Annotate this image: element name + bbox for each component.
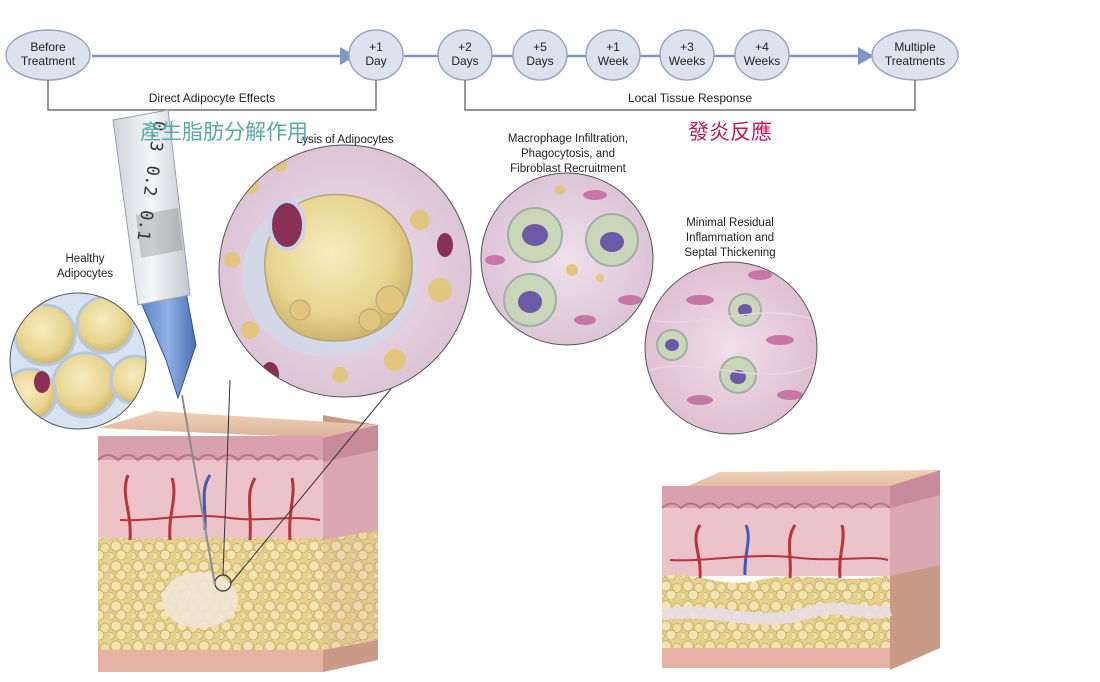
caption-line: Adipocytes bbox=[57, 268, 114, 280]
injection-site bbox=[162, 572, 238, 628]
node-line1: +1 bbox=[369, 40, 383, 54]
epidermis-layer bbox=[662, 486, 890, 508]
muscle-layer bbox=[662, 648, 890, 668]
caption-healthy-adipocytes: Healthy Adipocytes bbox=[57, 253, 114, 280]
skin-block-after bbox=[660, 470, 940, 670]
timeline-node-plus2-days: +2 Days bbox=[437, 29, 493, 81]
annotation-inflammation: 發炎反應 bbox=[688, 120, 772, 144]
timeline-node-plus1-day: +1 Day bbox=[348, 29, 404, 81]
healthy-adipocytes-circle bbox=[9, 292, 147, 430]
syringe-mark-03: 0.3 bbox=[145, 120, 169, 153]
septal-thickening bbox=[660, 602, 893, 625]
syringe-hub bbox=[139, 291, 197, 400]
node-line1: +4 bbox=[755, 40, 769, 54]
node-line2: Weeks bbox=[669, 54, 705, 68]
syringe-needle bbox=[181, 394, 216, 586]
residual-inflammation-circle bbox=[644, 261, 818, 435]
bracket-label: Direct Adipocyte Effects bbox=[149, 91, 276, 105]
node-line2: Treatments bbox=[885, 54, 945, 68]
node-line1: +1 bbox=[606, 40, 620, 54]
node-line2: Weeks bbox=[744, 54, 780, 68]
zoom-line-left bbox=[222, 379, 231, 576]
node-line1: +3 bbox=[680, 40, 694, 54]
node-line1: Multiple bbox=[894, 40, 936, 54]
caption-line: Fibroblast Recruitment bbox=[510, 163, 626, 175]
timeline-node-plus5-days: +5 Days bbox=[512, 29, 568, 81]
lysis-adipocytes-circle bbox=[218, 144, 472, 398]
timeline-node-before-treatment: Before Treatment bbox=[5, 29, 91, 81]
node-line2: Week bbox=[598, 54, 629, 68]
bracket-local-tissue-response: Local Tissue Response bbox=[464, 80, 916, 111]
timeline-node-plus4-weeks: +4 Weeks bbox=[734, 29, 790, 81]
caption-line: Septal Thickening bbox=[684, 247, 775, 259]
caption-line: Inflammation and bbox=[686, 232, 774, 244]
muscle-layer bbox=[98, 650, 323, 672]
timeline-arrowhead-1 bbox=[340, 47, 356, 65]
caption-line: Macrophage Infiltration, bbox=[508, 133, 628, 145]
bracket-direct-adipocyte-effects: Direct Adipocyte Effects bbox=[47, 80, 377, 111]
syringe-barrel bbox=[112, 109, 191, 306]
macrophage-infiltration-circle bbox=[480, 172, 654, 346]
node-line2: Treatment bbox=[21, 54, 76, 68]
syringe: 0.3 0.2 0.1 bbox=[112, 109, 216, 586]
fat-layer bbox=[662, 574, 890, 648]
caption-line: Healthy bbox=[66, 253, 105, 265]
skin-block-before bbox=[97, 411, 378, 672]
timeline-node-plus1-week: +1 Week bbox=[585, 29, 641, 81]
caption-line: Minimal Residual bbox=[686, 217, 774, 229]
dermis-layer bbox=[98, 460, 323, 538]
annotation-lipolysis: 產生脂肪分解作用 bbox=[140, 120, 308, 144]
node-line2: Days bbox=[451, 54, 478, 68]
caption-lysis-adipocytes: Lysis of Adipocytes bbox=[296, 134, 394, 146]
bracket-label: Local Tissue Response bbox=[628, 91, 752, 105]
node-line2: Days bbox=[526, 54, 553, 68]
node-line1: Before bbox=[30, 40, 66, 54]
timeline-node-plus3-weeks: +3 Weeks bbox=[659, 29, 715, 81]
caption-macrophage: Macrophage Infiltration, Phagocytosis, a… bbox=[508, 133, 628, 175]
timeline-node-multiple-treatments: Multiple Treatments bbox=[871, 29, 959, 81]
skin-block-top bbox=[98, 411, 378, 438]
caption-line: Lysis of Adipocytes bbox=[296, 134, 394, 146]
timeline: Before Treatment +1 Day +2 Days +5 Days … bbox=[5, 29, 959, 111]
node-line1: +2 bbox=[458, 40, 472, 54]
node-line2: Day bbox=[365, 54, 386, 68]
timeline-arrowhead-2 bbox=[858, 47, 874, 65]
caption-residual: Minimal Residual Inflammation and Septal… bbox=[684, 217, 775, 259]
syringe-mark-01: 0.1 bbox=[132, 209, 156, 242]
caption-line: Phagocytosis, and bbox=[521, 148, 615, 160]
node-line1: +5 bbox=[533, 40, 547, 54]
syringe-mark-02: 0.2 bbox=[139, 164, 163, 197]
